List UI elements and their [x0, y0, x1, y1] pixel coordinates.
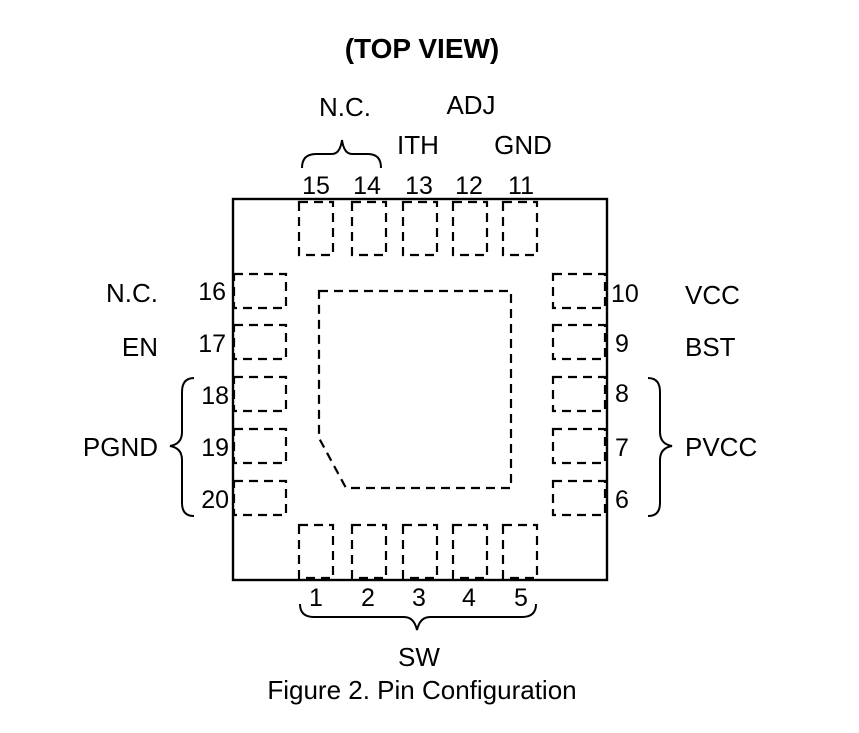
- pad-19: [232, 427, 288, 465]
- pad-17: [232, 323, 288, 361]
- pin-number-14: 14: [353, 172, 381, 200]
- pad-15: [297, 200, 335, 257]
- pad-13: [401, 200, 439, 257]
- pin-number-13: 13: [405, 172, 433, 200]
- signal-pvcc: PVCC: [685, 432, 757, 462]
- brace-nc-top: [301, 139, 382, 169]
- view-label: (TOP VIEW): [345, 33, 500, 64]
- pin-number-16: 16: [198, 278, 226, 306]
- signal-nc-top: N.C.: [319, 92, 371, 122]
- pad-14: [350, 200, 388, 257]
- signal-vcc: VCC: [685, 280, 740, 310]
- pin-number-3: 3: [412, 584, 426, 612]
- pin-number-2: 2: [361, 584, 375, 612]
- pin-number-6: 6: [615, 486, 629, 514]
- pin-number-1: 1: [309, 584, 323, 612]
- pin-number-15: 15: [302, 172, 330, 200]
- pin-number-12: 12: [455, 172, 483, 200]
- pad-1: [297, 523, 335, 580]
- pad-7: [551, 427, 607, 465]
- pad-5: [501, 523, 539, 580]
- pin-number-5: 5: [514, 584, 528, 612]
- pad-2: [350, 523, 388, 580]
- pad-12: [451, 200, 489, 257]
- pin-number-8: 8: [615, 380, 629, 408]
- brace-pvcc: [647, 377, 673, 517]
- signal-adj: ADJ: [446, 90, 495, 120]
- pin-number-9: 9: [615, 330, 629, 358]
- pad-4: [451, 523, 489, 580]
- signal-sw: SW: [398, 642, 440, 672]
- signal-ith: ITH: [397, 130, 439, 160]
- pad-11: [501, 200, 539, 257]
- package-outline: [231, 197, 609, 582]
- signal-nc-left: N.C.: [106, 278, 158, 308]
- pin-number-20: 20: [201, 486, 229, 514]
- pin-number-18: 18: [201, 382, 229, 410]
- pin-number-17: 17: [198, 330, 226, 358]
- brace-sw: [299, 603, 537, 631]
- pad-20: [232, 479, 288, 517]
- pad-16: [232, 272, 288, 310]
- exposed-pad: [317, 289, 513, 490]
- pin-number-4: 4: [462, 584, 476, 612]
- pin-number-11: 11: [508, 172, 534, 200]
- signal-gnd: GND: [494, 130, 552, 160]
- pad-9: [551, 323, 607, 361]
- pin-number-10: 10: [611, 280, 639, 308]
- pad-3: [401, 523, 439, 580]
- pin-number-19: 19: [201, 434, 229, 462]
- pin-number-7: 7: [615, 434, 629, 462]
- figure-caption: Figure 2. Pin Configuration: [267, 675, 576, 705]
- pad-18: [232, 375, 288, 413]
- brace-pgnd: [169, 377, 195, 517]
- signal-pgnd: PGND: [83, 432, 158, 462]
- pad-8: [551, 375, 607, 413]
- signal-bst: BST: [685, 332, 736, 362]
- pad-6: [551, 479, 607, 517]
- pad-10: [551, 272, 607, 310]
- signal-en: EN: [122, 332, 158, 362]
